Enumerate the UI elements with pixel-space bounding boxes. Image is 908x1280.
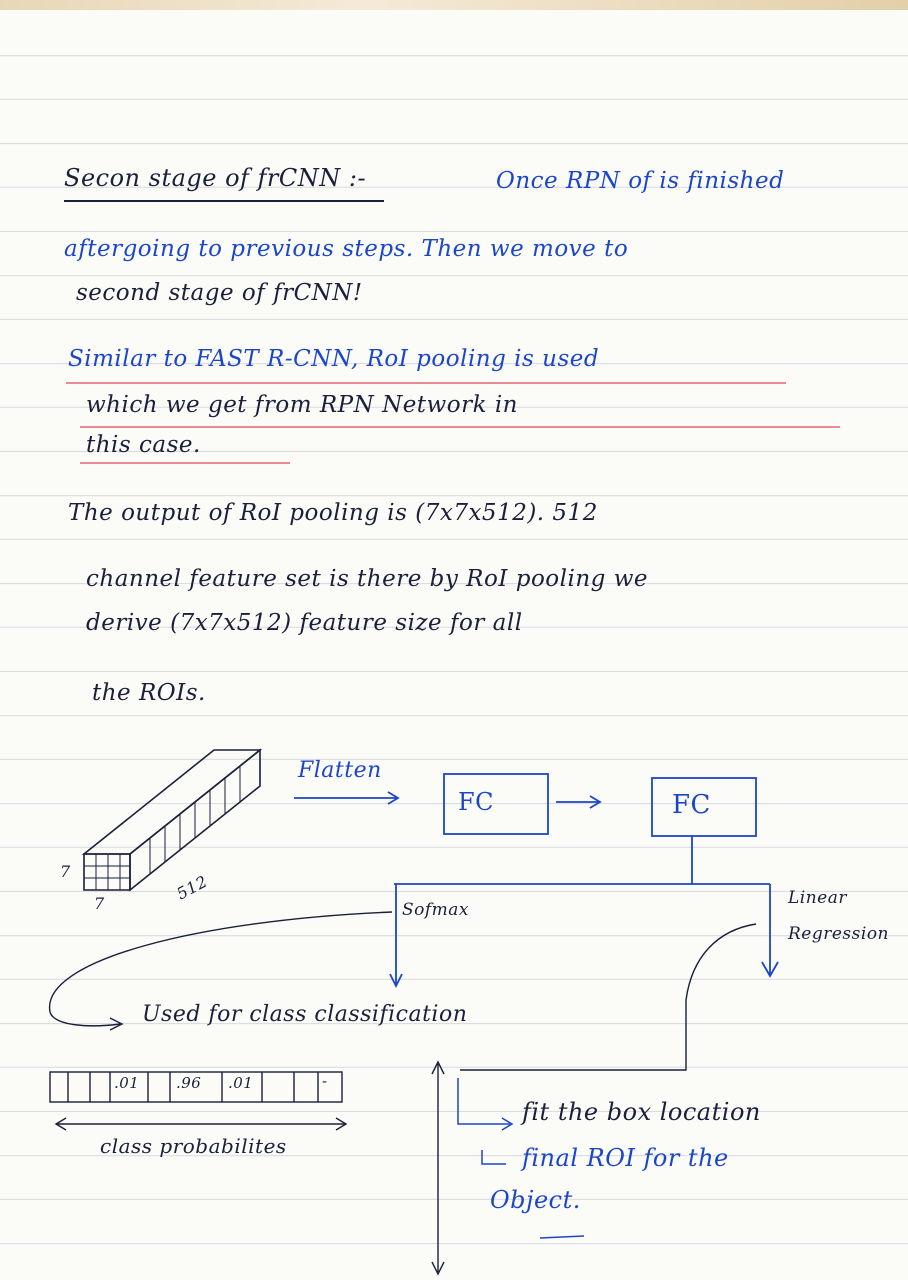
intro-text: Once RPN of is finished	[496, 168, 785, 194]
para2-line1: Similar to FAST R-CNN, RoI pooling is us…	[68, 346, 600, 372]
para2-underline3	[80, 462, 290, 464]
fc2-label: FC	[672, 790, 711, 820]
final-roi-text: final ROI for the	[522, 1144, 729, 1172]
fit-box-arrow	[457, 1078, 585, 1239]
linear-label: Linear	[788, 888, 847, 908]
para2-line3: this case.	[86, 432, 201, 458]
regression-label: Regression	[788, 924, 889, 944]
para3-line4: the ROIs.	[92, 680, 206, 706]
fit-box-text: fit the box location	[522, 1098, 761, 1126]
para3-line1: The output of RoI pooling is (7x7x512). …	[68, 500, 598, 526]
para3-line3: derive (7x7x512) feature size for all	[86, 610, 523, 636]
fc1-label: FC	[458, 788, 495, 816]
para2-underline2	[80, 426, 840, 428]
section-heading: Secon stage of frCNN :-	[64, 164, 367, 192]
prob-cell-01a: .01	[114, 1074, 140, 1092]
dim-width-label: 7	[94, 894, 105, 913]
prob-cell-96: .96	[176, 1074, 202, 1092]
fc2-box	[651, 777, 757, 837]
fc1-box	[443, 773, 549, 835]
feature-block	[81, 748, 263, 892]
para2-line2: which we get from RPN Network in	[86, 392, 518, 418]
object-text: Object.	[490, 1186, 581, 1214]
heading-underline	[64, 200, 384, 202]
dim-height-label: 7	[60, 862, 71, 881]
para1-line2: second stage of frCNN!	[76, 280, 363, 306]
fc-connector-arrow	[556, 795, 602, 809]
para3-line2: channel feature set is there by RoI pool…	[86, 566, 649, 592]
softmax-label: Sofmax	[402, 900, 470, 920]
prob-cell-01b: .01	[228, 1074, 254, 1092]
prob-cell-dash: -	[322, 1072, 328, 1090]
fc-split-lines	[389, 836, 779, 989]
para1-line1: aftergoing to previous steps. Then we mo…	[64, 236, 629, 262]
class-classification-text: Used for class classification	[142, 1002, 468, 1027]
page-top-edge	[0, 0, 908, 10]
class-probabilities-label: class probabilites	[100, 1134, 287, 1158]
para2-underline1	[66, 382, 786, 384]
class-curve-arrow	[49, 911, 757, 1071]
vertical-double-arrow	[431, 1060, 445, 1276]
flatten-arrow	[294, 791, 400, 805]
probability-bar	[49, 1071, 348, 1131]
flatten-label: Flatten	[298, 758, 382, 783]
